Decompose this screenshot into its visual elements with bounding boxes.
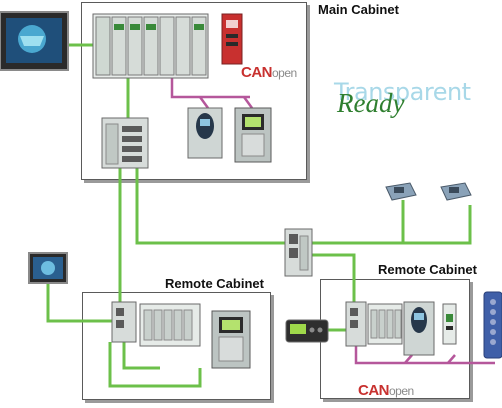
canopen-logo-main: CANopen bbox=[241, 64, 297, 81]
safety-module-icon bbox=[221, 13, 243, 65]
remote-can-drop-1 bbox=[404, 354, 413, 364]
hmi-small-panel-icon bbox=[28, 252, 68, 284]
remote-sensor-icon bbox=[440, 182, 472, 201]
main-can-bus bbox=[170, 78, 250, 99]
plc-rack-icon bbox=[92, 13, 209, 79]
distributed-io-icon bbox=[483, 291, 502, 359]
main-can-drop-1 bbox=[198, 96, 210, 109]
hmi-touch-panel-icon bbox=[0, 11, 69, 71]
distributed-io-icon bbox=[139, 303, 201, 347]
ethernet-links bbox=[46, 43, 472, 388]
variable-speed-drive-icon bbox=[234, 107, 272, 163]
remote-sensor-icon bbox=[385, 182, 417, 201]
switch-to-backbone-link bbox=[135, 168, 300, 245]
transparent-ready-logo-transparent: Transparent bbox=[334, 78, 471, 106]
remote-cabinet-left-label: Remote Cabinet bbox=[165, 276, 264, 291]
operator-keypad-icon bbox=[285, 319, 329, 343]
distributed-io-icon bbox=[442, 303, 457, 345]
remote-cabinet-right-label: Remote Cabinet bbox=[378, 262, 477, 277]
backbone-to-sensors-link bbox=[312, 205, 472, 245]
canopen-links bbox=[170, 78, 495, 365]
canopen-logo-can: CAN bbox=[241, 64, 273, 81]
transparent-ready-logo-ready: Ready bbox=[337, 88, 405, 118]
ethernet-switch-icon bbox=[111, 301, 137, 343]
canopen-logo-can: CAN bbox=[358, 382, 390, 399]
variable-speed-drive-icon bbox=[211, 310, 251, 369]
variable-speed-drive-icon bbox=[187, 107, 223, 159]
ethernet-switch-icon bbox=[284, 228, 313, 277]
distributed-io-icon bbox=[367, 303, 403, 345]
canopen-logo-open: open bbox=[389, 384, 414, 398]
canopen-logo-open: open bbox=[272, 66, 297, 80]
backbone-to-remote-right-link bbox=[304, 253, 356, 302]
canopen-logo-remote: CANopen bbox=[358, 382, 414, 399]
remote-can-drop-2 bbox=[447, 354, 456, 364]
main-can-drop-2 bbox=[242, 96, 254, 109]
remote-left-internal-link-2 bbox=[122, 342, 160, 370]
variable-speed-drive-icon bbox=[403, 301, 435, 356]
ethernet-switch-icon bbox=[101, 117, 149, 169]
main-cabinet-label: Main Cabinet bbox=[318, 2, 399, 17]
ethernet-switch-icon bbox=[345, 301, 367, 347]
remote-left-internal-link-1 bbox=[108, 342, 202, 388]
small-hmi-to-remote-left-link bbox=[46, 282, 112, 323]
